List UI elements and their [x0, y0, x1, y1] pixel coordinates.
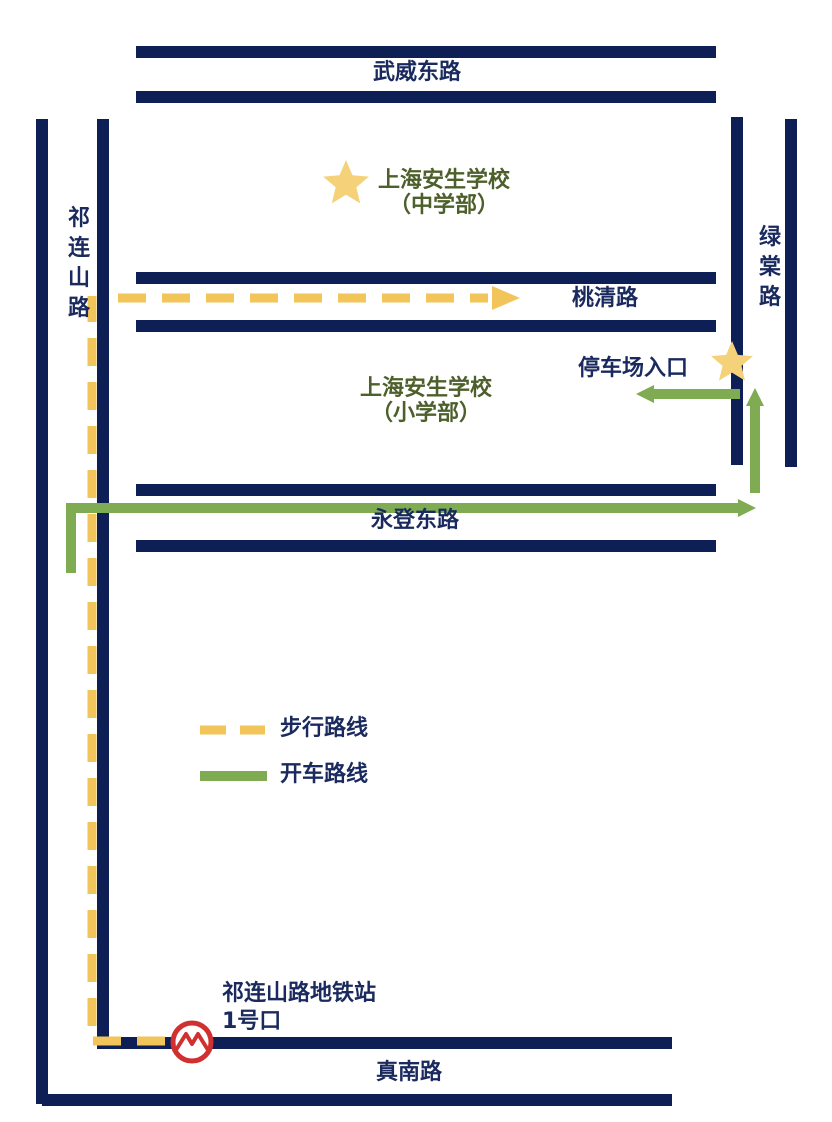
- metro-exit-label: 1号口: [222, 1009, 282, 1034]
- qilianshan-road-label: 祁连山路: [67, 206, 90, 321]
- primary-school-name: 上海安生学校: [360, 376, 493, 401]
- walk-arrowhead-east: [492, 286, 520, 310]
- zhennan-road-bottom-edge: [42, 1094, 672, 1106]
- road-lines: [36, 46, 797, 1106]
- legend-drive-label: 开车路线: [280, 762, 369, 787]
- legend-walk-label: 步行路线: [280, 716, 369, 741]
- lvtang-road-outer-edge: [785, 119, 797, 467]
- drive-route-main: [66, 503, 742, 573]
- primary-school-label: 上海安生学校 （小学部）: [360, 376, 492, 427]
- yongdeng-road-bottom-edge: [136, 540, 716, 552]
- yongdeng-road-label: 永登东路: [371, 508, 460, 533]
- zhennan-road-top-edge: [98, 1037, 672, 1049]
- yongdeng-road-top-edge: [136, 484, 716, 496]
- wuwei-road-top-edge: [136, 46, 716, 58]
- wuwei-road-label: 武威东路: [373, 60, 462, 85]
- zhennan-road-label: 真南路: [376, 1060, 443, 1085]
- drive-arrowhead-east: [738, 499, 756, 517]
- middle-school-label: 上海安生学校 （中学部）: [378, 168, 510, 219]
- metro-station-label: 祁连山路地铁站 1号口: [222, 980, 376, 1036]
- drive-arrowhead-north: [746, 388, 764, 406]
- walk-route: [87, 286, 520, 1046]
- lvtang-road-inner-edge: [731, 117, 743, 465]
- wuwei-road-bottom-edge: [136, 91, 716, 103]
- qilianshan-road-inner-edge: [97, 119, 109, 1049]
- qilianshan-road-outer-edge: [36, 119, 48, 1104]
- middle-school-star-icon: [323, 160, 369, 204]
- middle-school-name: 上海安生学校: [378, 168, 511, 193]
- drive-route: [66, 385, 764, 573]
- middle-school-sub: （中学部）: [389, 193, 500, 219]
- taoqing-road-top-edge: [136, 272, 716, 284]
- lvtang-road-label: 绿棠路: [758, 225, 781, 310]
- taoqing-road-label: 桃清路: [572, 286, 639, 311]
- parking-entrance-label: 停车场入口: [578, 356, 689, 381]
- metro-station-name: 祁连山路地铁站: [222, 981, 377, 1006]
- drive-arrowhead-west: [636, 385, 654, 403]
- primary-school-sub: （小学部）: [371, 401, 482, 427]
- walk-route-main: [87, 296, 165, 1046]
- parking-star-icon: [711, 341, 753, 381]
- metro-icon: [170, 1020, 214, 1064]
- taoqing-road-bottom-edge: [136, 320, 716, 332]
